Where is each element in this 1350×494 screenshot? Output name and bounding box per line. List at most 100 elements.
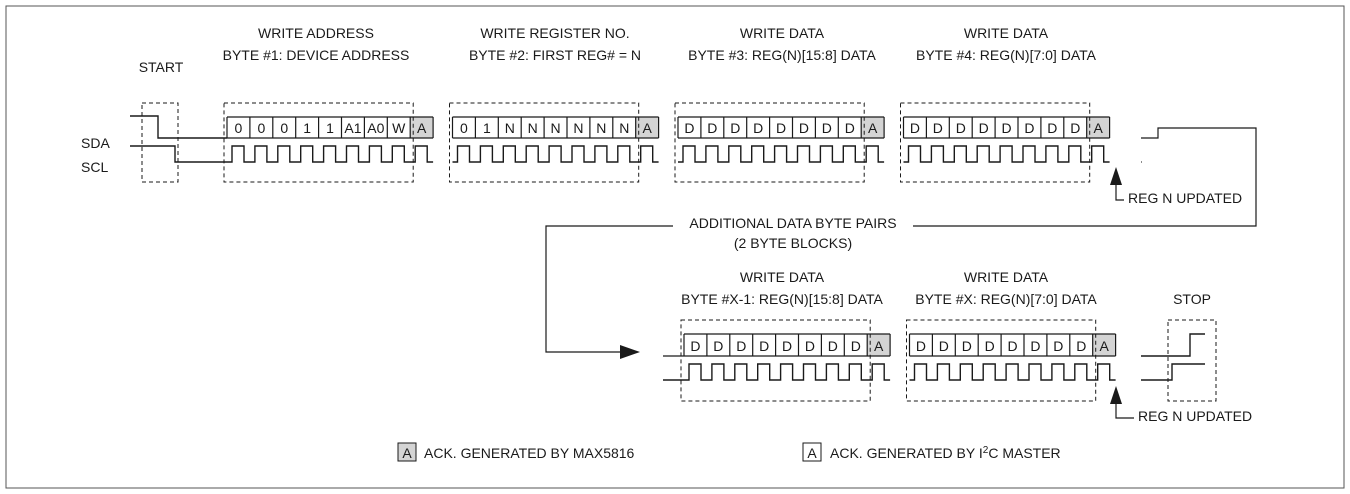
byte4-subtitle: BYTE #4: REG(N)[7:0] DATA xyxy=(916,47,1097,63)
row1-bit-0-0: 0 xyxy=(235,120,243,136)
row2-bit-1-3: D xyxy=(985,338,995,354)
reg-updated-label-1: REG N UPDATED xyxy=(1128,190,1242,206)
start-box xyxy=(141,102,179,183)
row1-ack-shade-1 xyxy=(635,117,659,138)
row1-bit-3-0: D xyxy=(910,120,920,136)
row1-bit-1-2: N xyxy=(505,120,515,136)
loop-arrow-head xyxy=(620,345,640,359)
legend-shaded-text: ACK. GENERATED BY MAX5816 xyxy=(424,445,635,461)
start-label: START xyxy=(139,59,184,75)
byte3-subtitle: BYTE #3: REG(N)[15:8] DATA xyxy=(688,47,876,63)
sda-start-edge xyxy=(130,115,227,139)
row2-bit-0-2: D xyxy=(736,338,746,354)
row1-bit-1-0: 0 xyxy=(460,120,468,136)
row2-scl-pulses-1 xyxy=(909,363,1116,381)
row1-scl-pulses-3 xyxy=(903,145,1110,163)
row1-bit-1-3: N xyxy=(528,120,538,136)
row1-bit-1-5: N xyxy=(573,120,583,136)
byte3-title: WRITE DATA xyxy=(740,25,825,41)
row1-ack-shade-2 xyxy=(861,117,885,138)
row1-bit-1-6: N xyxy=(596,120,606,136)
byte1-subtitle: BYTE #1: DEVICE ADDRESS xyxy=(223,47,410,63)
row2-bit-0-6: D xyxy=(828,338,838,354)
ack-shading-layer xyxy=(410,117,1116,356)
row1-bit-2-2: D xyxy=(730,120,740,136)
row1-bit-0-1: 0 xyxy=(257,120,265,136)
row1-bit-2-8: A xyxy=(868,120,878,136)
row1-bit-2-6: D xyxy=(822,120,832,136)
row1-bit-2-0: D xyxy=(684,120,694,136)
row1-bit-2-5: D xyxy=(799,120,809,136)
bytex1-subtitle: BYTE #X-1: REG(N)[15:8] DATA xyxy=(681,291,883,307)
sda-stop-edge xyxy=(1141,333,1205,357)
row2-bit-0-3: D xyxy=(759,338,769,354)
row1-sda-cells-0 xyxy=(226,117,434,138)
row1-bit-3-4: D xyxy=(1001,120,1011,136)
row2-bit-0-4: D xyxy=(782,338,792,354)
sda-continue-line xyxy=(913,127,1257,227)
row1-bit-3-6: D xyxy=(1047,120,1057,136)
row2-sda-cells-0 xyxy=(683,334,891,356)
bytex-title: WRITE DATA xyxy=(964,269,1049,285)
row2-byte-box-1 xyxy=(906,319,1097,402)
row1-byte-box-0 xyxy=(223,102,414,183)
row2-bit-1-5: D xyxy=(1030,338,1040,354)
row2-ack-shade-0 xyxy=(867,334,891,356)
byte1-title: WRITE ADDRESS xyxy=(258,25,374,41)
row1-bit-0-7: W xyxy=(392,120,406,136)
legend-plain-symbol: A xyxy=(807,445,817,461)
scl-label: SCL xyxy=(81,159,108,175)
row1-bit-0-8: A xyxy=(417,120,427,136)
row1-bit-3-2: D xyxy=(956,120,966,136)
row1-bit-1-4: N xyxy=(550,120,560,136)
legend-shaded-box xyxy=(397,442,417,462)
row1-bit-0-4: 1 xyxy=(326,120,334,136)
stop-label: STOP xyxy=(1173,291,1211,307)
row2-bit-0-0: D xyxy=(690,338,700,354)
row1-bit-3-3: D xyxy=(979,120,989,136)
row1-bit-2-1: D xyxy=(707,120,717,136)
row2-bit-1-7: D xyxy=(1076,338,1086,354)
row1-sda-cells-3 xyxy=(902,117,1111,138)
byte2-subtitle: BYTE #2: FIRST REG# = N xyxy=(469,47,641,63)
bytex1-title: WRITE DATA xyxy=(740,269,825,285)
additional-pairs-line2: (2 BYTE BLOCKS) xyxy=(734,235,852,251)
row2-bit-1-6: D xyxy=(1053,338,1063,354)
row1-bit-0-6: A0 xyxy=(367,120,384,136)
row1-bit-3-5: D xyxy=(1024,120,1034,136)
row2-bit-1-2: D xyxy=(962,338,972,354)
legend-plain-box xyxy=(802,442,822,462)
row1-scl-pulses-0 xyxy=(227,145,434,163)
row2-bit-0-5: D xyxy=(805,338,815,354)
reg-updated-leader-1 xyxy=(1115,185,1124,201)
legend-plain-text: ACK. GENERATED BY I2C MASTER xyxy=(830,445,1061,461)
row1-bit-0-5: A1 xyxy=(344,120,361,136)
row2-scl-pulses-0 xyxy=(684,363,891,381)
row2-bit-0-7: D xyxy=(851,338,861,354)
row2-byte-box-0 xyxy=(680,319,871,402)
row1-scl-pulses-1 xyxy=(452,145,659,163)
row2-bit-1-0: D xyxy=(916,338,926,354)
row2-bit-0-8: A xyxy=(874,338,884,354)
sda-label: SDA xyxy=(81,135,110,151)
row1-sda-cells-1 xyxy=(451,117,660,138)
reg-updated-arrow-1 xyxy=(1110,167,1122,185)
row2-sda-cells-1 xyxy=(908,334,1117,356)
row1-bit-0-3: 1 xyxy=(303,120,311,136)
row1-ack-shade-0 xyxy=(410,117,434,138)
legend-shaded-symbol: A xyxy=(402,445,412,461)
row1-bit-1-8: A xyxy=(642,120,652,136)
byte2-title: WRITE REGISTER NO. xyxy=(480,25,629,41)
waveform-layer xyxy=(130,115,1257,419)
stop-box xyxy=(1167,319,1217,402)
row1-byte-box-3 xyxy=(900,102,1091,183)
row1-bit-0-2: 0 xyxy=(280,120,288,136)
row1-bit-3-7: D xyxy=(1070,120,1080,136)
scl-stop-edge xyxy=(1141,363,1205,381)
row1-ack-shade-3 xyxy=(1086,117,1110,138)
row1-bit-2-3: D xyxy=(753,120,763,136)
loop-arrow-line xyxy=(545,225,673,353)
row2-bit-1-4: D xyxy=(1007,338,1017,354)
